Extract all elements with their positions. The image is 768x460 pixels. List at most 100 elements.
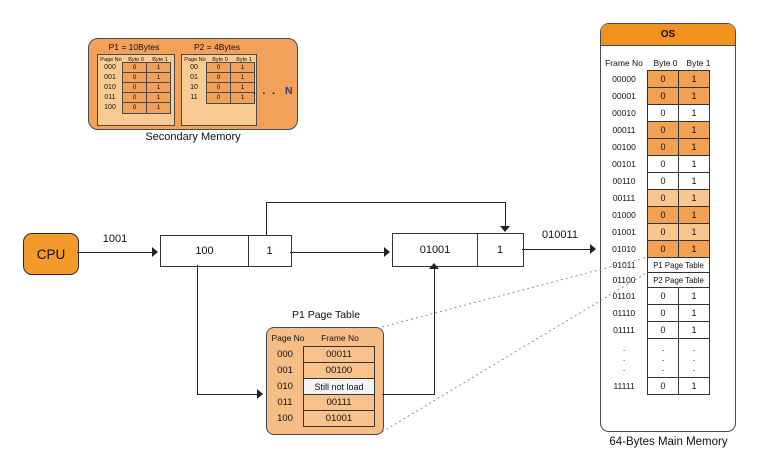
cpu-box: CPU	[23, 233, 79, 275]
arrow-cpu-to-register	[77, 252, 153, 254]
frame-number-label: 00100	[612, 142, 636, 152]
byte1-cell: 1	[678, 223, 710, 241]
arrowhead	[500, 226, 510, 232]
frame-result-line	[382, 394, 435, 396]
frame-number-label: 01101	[612, 291, 636, 301]
byte0-cell: 0	[647, 287, 679, 305]
frame-number-label: 01000	[612, 210, 636, 220]
byte1-cell: 1	[678, 155, 710, 173]
page-number-label: 001	[104, 74, 116, 81]
column-header: Byte 1	[152, 57, 168, 63]
program-n-label: N	[285, 85, 293, 97]
frame-number-label: 01001	[612, 227, 636, 237]
physical-address-label: 010011	[542, 229, 578, 241]
byte1-cell: 1	[678, 87, 710, 105]
page-number-label: 010	[277, 381, 293, 392]
frame-number-label: 01110	[612, 308, 636, 318]
byte0-cell: 0	[647, 87, 679, 105]
frame-number-label: 00101	[612, 159, 636, 169]
byte0-cell: 0	[647, 121, 679, 139]
arrowhead	[429, 263, 439, 269]
byte0-cell: 0	[647, 104, 679, 122]
arrowhead	[152, 247, 158, 257]
byte1-cell: 1	[678, 240, 710, 258]
offset-cell: 1	[248, 236, 290, 266]
byte1-cell: 1	[230, 91, 255, 104]
page-number-label: 011	[277, 397, 293, 408]
program-ellipsis: . . .	[253, 86, 277, 97]
byte1-cell: 1	[678, 121, 710, 139]
main-memory-caption: 64-Bytes Main Memory	[609, 436, 728, 448]
main-memory-headers: Frame No Byte 0 Byte 1	[601, 58, 735, 68]
arrowhead	[590, 244, 596, 254]
column-header: Byte 1	[686, 58, 711, 68]
os-banner: OS	[601, 24, 735, 46]
byte1-cell: 1	[678, 377, 710, 395]
byte1-cell: 1	[678, 138, 710, 156]
frame-number-label: 00010	[612, 108, 636, 118]
byte0-cell: 0	[647, 240, 679, 258]
page-table-row: 001 00100	[271, 362, 375, 379]
p2-program-title: P2 = 4Bytes	[193, 42, 241, 52]
page-number-label: 010	[104, 84, 116, 91]
offset-bypass-line	[266, 202, 268, 235]
frame-offset-register: 01001 1	[392, 233, 524, 267]
page-number-label: 01	[190, 74, 198, 81]
frame-number-cell: 00111	[303, 394, 375, 411]
page-number-cell: 100	[195, 245, 214, 257]
byte1-cell: 1	[678, 104, 710, 122]
frame-number-label: 01100	[612, 275, 636, 285]
byte0-cell: 0	[122, 101, 147, 114]
page-number-label: 000	[104, 64, 116, 71]
column-header: Byte 0	[212, 57, 228, 63]
page-table-frame-cell: P2 Page Table	[647, 272, 710, 288]
column-header: Byte 1	[236, 57, 252, 63]
page-number-label: 001	[277, 365, 293, 376]
byte1-cell: 1	[678, 206, 710, 224]
byte0-cell: 0	[647, 223, 679, 241]
frame-number-label: 01111	[613, 325, 635, 335]
arrowhead	[257, 389, 263, 399]
byte1-cell: 1	[678, 287, 710, 305]
frame-number-label: 00000	[612, 74, 636, 84]
byte0-cell: 0	[647, 304, 679, 322]
byte0-cell: 0	[647, 377, 679, 395]
column-header: Frame No	[605, 58, 643, 68]
page-offset-register: 100 1	[160, 235, 292, 267]
offset-cell: 1	[477, 234, 522, 266]
page-table-frame-cell: P1 Page Table	[647, 257, 710, 273]
frame-number-label: . . .	[622, 343, 626, 373]
byte0-cell: 0	[647, 70, 679, 88]
memory-row: . . .. . .. . .	[601, 338, 735, 378]
column-header: Byte 0	[653, 58, 678, 68]
frame-number-cell: 01001	[419, 244, 451, 256]
byte0-cell: 0	[647, 172, 679, 190]
byte1-cell: 1	[146, 101, 171, 114]
column-header: Frame No	[321, 333, 359, 343]
page-table-row: 011 00111	[271, 394, 375, 411]
frame-number-cell: 00100	[303, 362, 375, 379]
arrow-register2-to-memory	[522, 249, 592, 251]
